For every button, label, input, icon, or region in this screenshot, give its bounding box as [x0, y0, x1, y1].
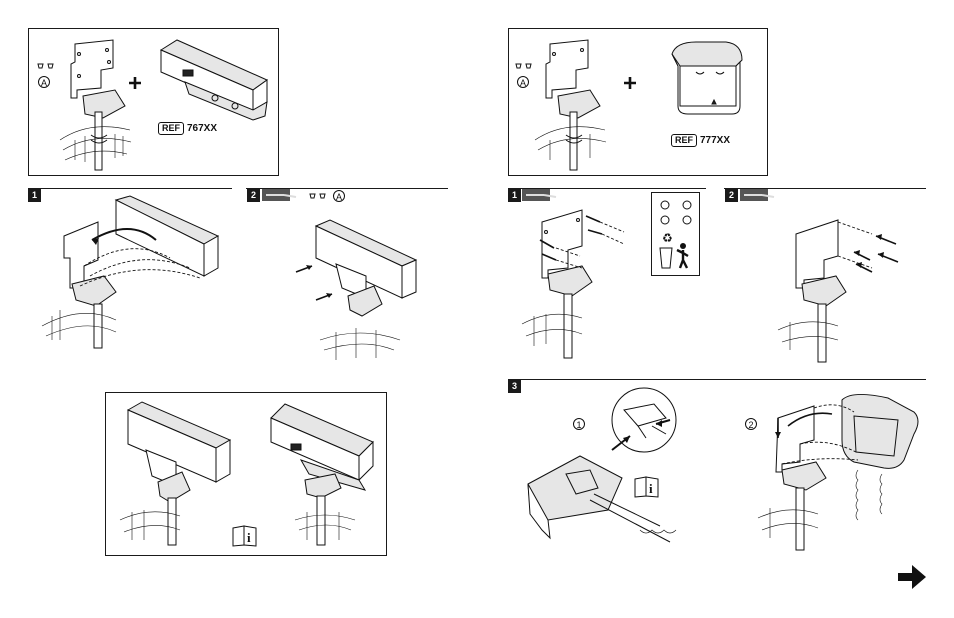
plus-icon: [623, 76, 637, 90]
bracket-pole-illustration: [55, 40, 140, 170]
svg-text:i: i: [649, 481, 653, 496]
ref-tag: REF: [158, 122, 184, 135]
part-a-label: A: [333, 190, 345, 202]
screwdriver-icon: [522, 189, 562, 201]
step3-attach-unit-illustration: [758, 390, 928, 550]
screw-pair-icon: [36, 62, 56, 74]
step-number-2: 2: [247, 189, 260, 202]
screw-disposal-icon: ♻: [656, 198, 696, 272]
step1-mount-illustration: [40, 196, 220, 348]
svg-text:i: i: [247, 530, 251, 545]
dispenser-unit-777xx: [666, 40, 746, 115]
screwdriver-icon: [262, 189, 302, 201]
manual-info-icon: i: [634, 476, 660, 498]
ref-number: 777XX: [700, 135, 730, 146]
result-unit-back-illustration: [120, 400, 250, 545]
step2-fasten-illustration: [296, 220, 446, 360]
step-number-2: 2: [725, 189, 738, 202]
screw-pair-icon: [308, 192, 328, 202]
step-number-1: 1: [508, 189, 521, 202]
manual-info-icon: i: [232, 525, 258, 547]
step1-remove-screws-illustration: [520, 208, 630, 358]
part-a-label: A: [38, 76, 50, 88]
step-rule: [508, 379, 926, 380]
ref-number: 767XX: [187, 123, 217, 134]
screwdriver-icon: [740, 189, 780, 201]
dispenser-unit-767xx: [155, 40, 270, 122]
next-arrow-icon[interactable]: [898, 564, 926, 590]
ref-tag: REF: [671, 134, 697, 147]
ref-777xx: REF 777XX: [671, 134, 730, 147]
step2-mount-bracket-illustration: [776, 212, 906, 362]
recycle-icon: ♻: [662, 231, 673, 245]
step-rule: [28, 188, 232, 189]
part-a-label: A: [517, 76, 529, 88]
plus-icon: [128, 76, 142, 90]
step3-connect-cables-illustration: [520, 390, 690, 555]
ref-767xx: REF 767XX: [158, 122, 217, 135]
bracket-pole-illustration: [530, 40, 615, 170]
result-unit-front-illustration: [265, 400, 380, 545]
substep-2-label: 2: [745, 418, 757, 430]
